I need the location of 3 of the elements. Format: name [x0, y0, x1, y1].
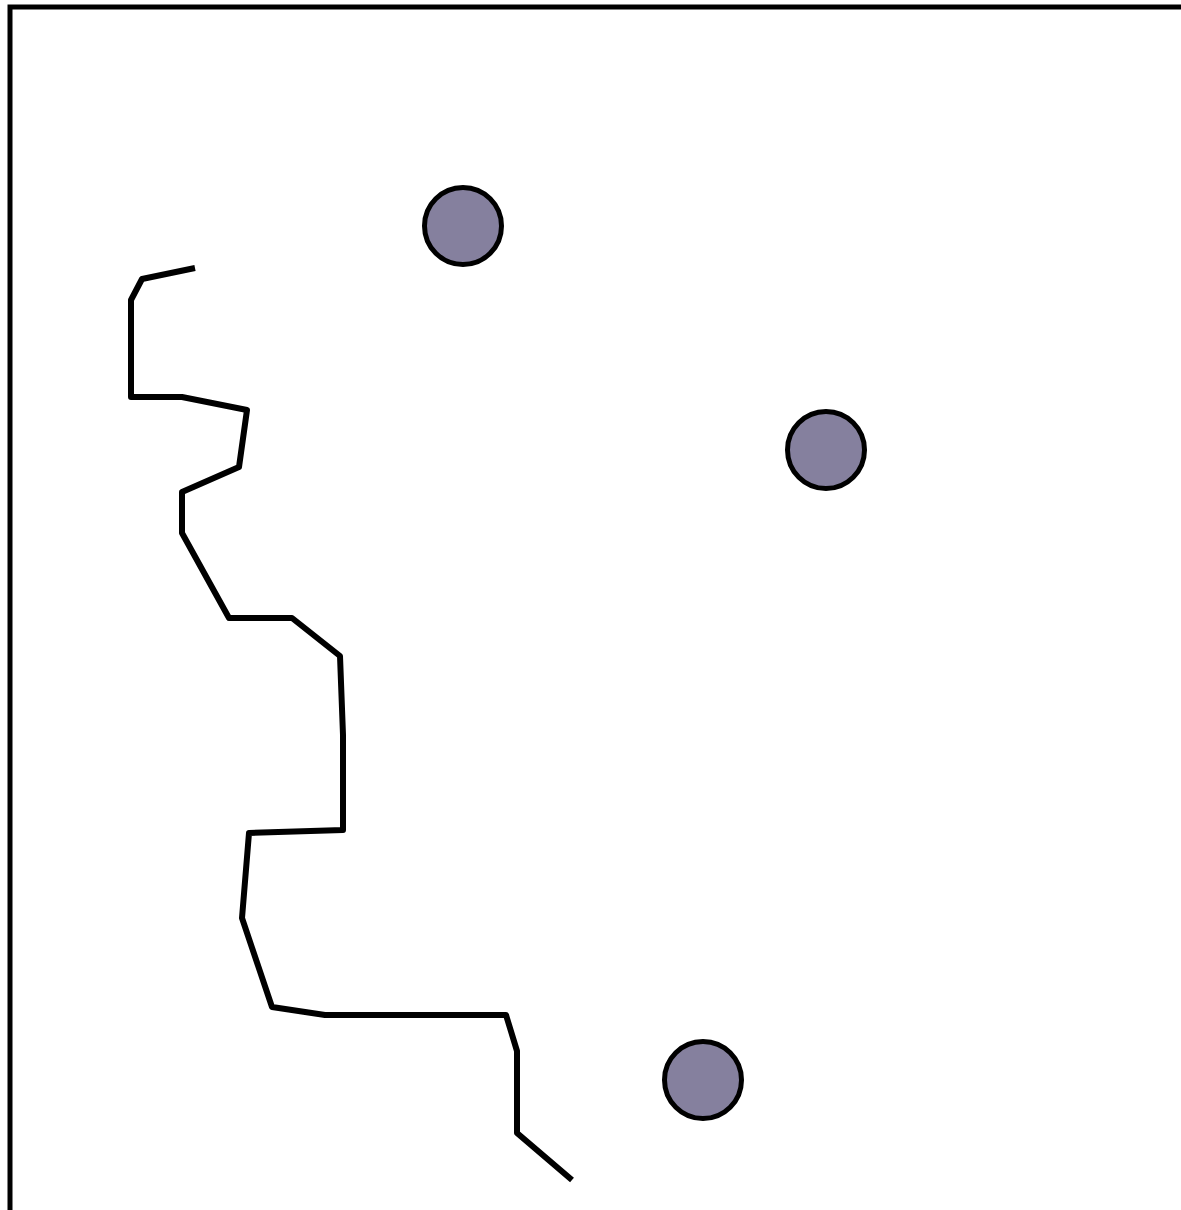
- circle: [785, 409, 867, 491]
- circle: [662, 1039, 744, 1121]
- circle: [422, 185, 504, 267]
